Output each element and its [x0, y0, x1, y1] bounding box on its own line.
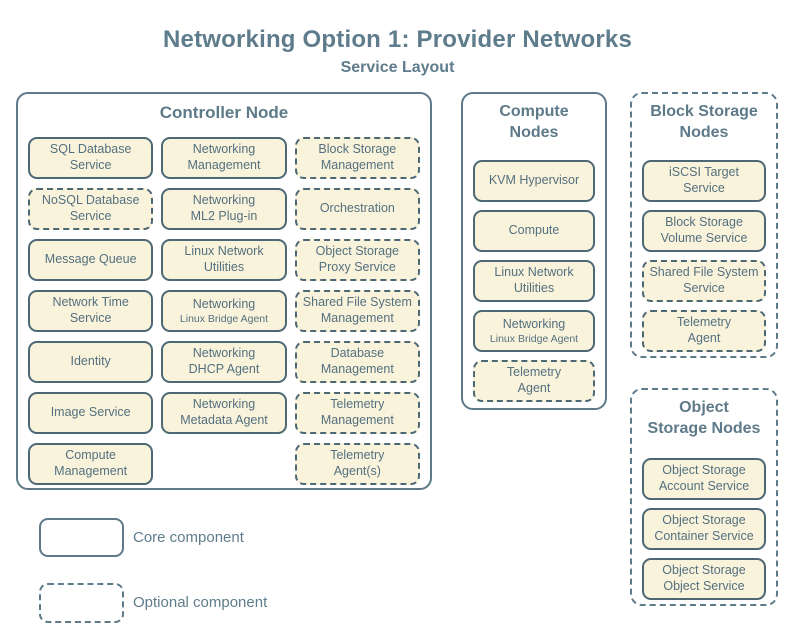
object-storage-nodes-title: Object Storage Nodes	[647, 399, 761, 437]
block-storage-nodes-group: Block Storage Nodes iSCSI Target Service…	[630, 92, 778, 358]
object-storage-service-stack: Object Storage Account Service Object St…	[642, 458, 766, 600]
compute-nodes-title: Compute Nodes	[499, 103, 569, 141]
service-object-storage-proxy: Object Storage Proxy Service	[294, 239, 420, 281]
service-identity: Identity	[28, 341, 154, 383]
compute-service-stack: KVM Hypervisor Compute Linux Network Uti…	[473, 160, 595, 402]
service-networking-ml2-plugin: Networking ML2 Plug-in	[161, 188, 287, 230]
service-shared-file-system-management: Shared File System Management	[294, 290, 420, 332]
object-storage-nodes-group: Object Storage Nodes Object Storage Acco…	[630, 388, 778, 606]
service-object-storage-container: Object Storage Container Service	[642, 508, 766, 550]
service-telemetry-agent-block: Telemetry Agent	[642, 310, 766, 352]
service-linux-network-utilities: Linux Network Utilities	[161, 239, 287, 281]
service-orchestration: Orchestration	[294, 188, 420, 230]
service-networking-management: Networking Management	[161, 137, 287, 179]
service-compute: Compute	[473, 210, 595, 252]
service-shared-file-system: Shared File System Service	[642, 260, 766, 302]
service-block-storage-volume: Block Storage Volume Service	[642, 210, 766, 252]
service-nosql-database: NoSQL Database Service	[28, 188, 154, 230]
service-telemetry-management: Telemetry Management	[294, 392, 420, 434]
service-network-time: Network Time Service	[28, 290, 154, 332]
service-object-storage-account: Object Storage Account Service	[642, 458, 766, 500]
service-linux-network-utilities-compute: Linux Network Utilities	[473, 260, 595, 302]
service-object-storage-object: Object Storage Object Service	[642, 558, 766, 600]
legend-core-label: Core component	[133, 529, 244, 546]
legend-core-swatch	[39, 518, 124, 557]
service-database-management: Database Management	[294, 341, 420, 383]
page-title: Networking Option 1: Provider Networks	[162, 26, 632, 53]
compute-nodes-group: Compute Nodes KVM Hypervisor Compute Lin…	[461, 92, 607, 410]
service-telemetry-agent-compute: Telemetry Agent	[473, 360, 595, 402]
service-message-queue: Message Queue	[28, 239, 154, 281]
controller-node-title: Controller Node	[159, 103, 289, 122]
service-iscsi-target: iSCSI Target Service	[642, 160, 766, 202]
block-storage-nodes-title: Block Storage Nodes	[650, 103, 758, 141]
service-telemetry-agents: Telemetry Agent(s)	[294, 443, 420, 485]
service-block-storage-management: Block Storage Management	[294, 137, 420, 179]
service-networking-metadata-agent: Networking Metadata Agent	[161, 392, 287, 434]
controller-node-group: Controller Node SQL Database Service Net…	[16, 92, 432, 490]
legend-optional-label: Optional component	[133, 594, 268, 611]
service-compute-management: Compute Management	[28, 443, 154, 485]
service-kvm-hypervisor: KVM Hypervisor	[473, 160, 595, 202]
service-image-service: Image Service	[28, 392, 154, 434]
legend-optional-swatch	[39, 583, 124, 623]
block-storage-service-stack: iSCSI Target Service Block Storage Volum…	[642, 160, 766, 352]
service-networking-dhcp-agent: Networking DHCP Agent	[161, 341, 287, 383]
controller-service-grid: SQL Database Service Networking Manageme…	[28, 137, 420, 485]
service-sql-database: SQL Database Service	[28, 137, 154, 179]
page-subtitle: Service Layout	[340, 59, 455, 76]
